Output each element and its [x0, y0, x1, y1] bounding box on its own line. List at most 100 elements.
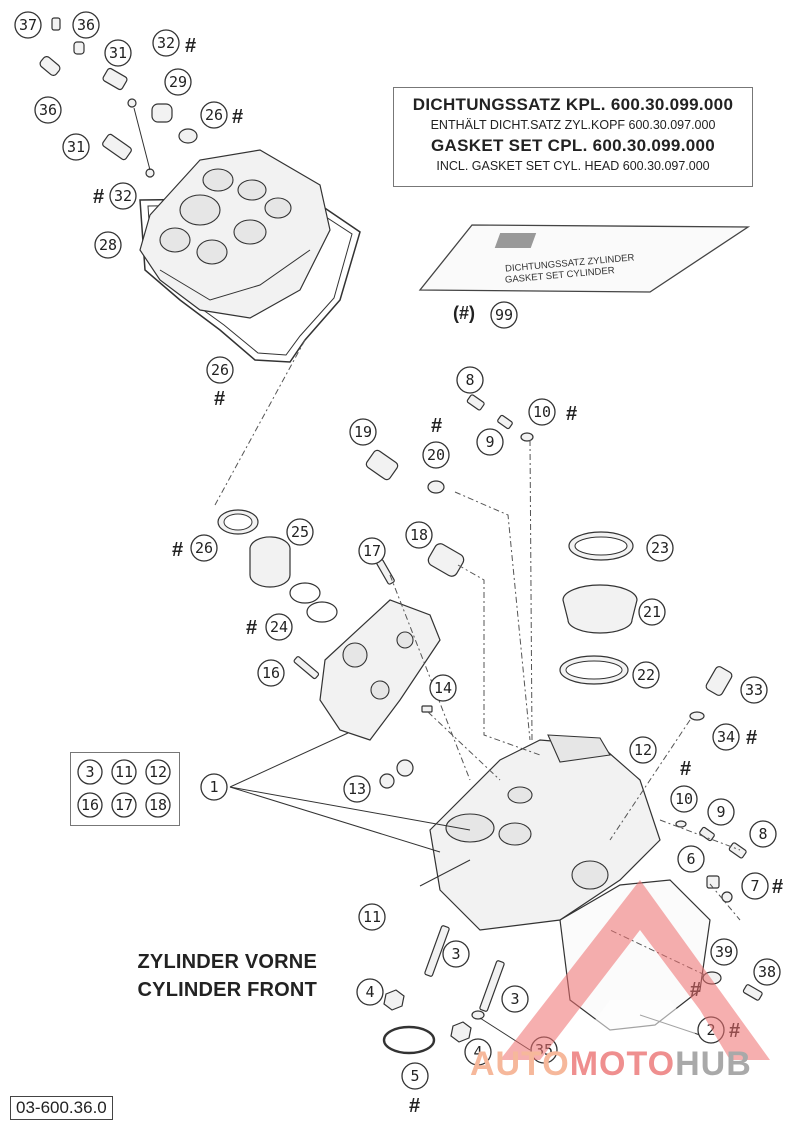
svg-text:9: 9 [485, 433, 494, 451]
svg-text:36: 36 [39, 101, 57, 119]
hash-mark: # [172, 539, 183, 561]
callout-13: 13 [343, 775, 371, 803]
svg-text:10: 10 [533, 403, 551, 421]
svg-text:8: 8 [758, 825, 767, 843]
callout-9: 9 [707, 798, 735, 826]
svg-text:32: 32 [157, 34, 175, 52]
legend-callout-18: 18 [145, 792, 171, 818]
callout-28: 28 [94, 231, 122, 259]
info-line-1: DICHTUNGSSATZ KPL. 600.30.099.000 [412, 95, 734, 114]
assembly-contents-callouts: 3 11 12 16 17 18 [77, 759, 171, 818]
hash-mark: # [93, 186, 104, 208]
callout-21: 21 [638, 598, 666, 626]
hash-mark: # [409, 1095, 420, 1117]
callout-11: 11 [358, 903, 386, 931]
callout-12: 12 [629, 736, 657, 764]
svg-text:12: 12 [634, 741, 652, 759]
gasket-set-info-box: DICHTUNGSSATZ KPL. 600.30.099.000 ENTHÄL… [393, 87, 753, 187]
svg-text:10: 10 [675, 790, 693, 808]
cylinder-parts [217, 394, 763, 1055]
hash-mark: # [566, 403, 577, 425]
svg-text:23: 23 [651, 539, 669, 557]
svg-text:6: 6 [686, 850, 695, 868]
assembly-contents-box: 3 11 12 16 17 18 [70, 752, 180, 826]
svg-text:19: 19 [354, 423, 372, 441]
callout-23: 23 [646, 534, 674, 562]
info-line-4: INCL. GASKET SET CYL. HEAD 600.30.097.00… [436, 159, 710, 173]
hash-mark: # [746, 727, 757, 749]
callout-26: 26 [190, 534, 218, 562]
svg-text:26: 26 [211, 361, 229, 379]
svg-text:5: 5 [410, 1067, 419, 1085]
hash-mark: # [772, 876, 783, 898]
callout-4: 4 [356, 978, 384, 1006]
callout-29: 29 [164, 68, 192, 96]
callout-3: 3 [442, 940, 470, 968]
callout-markers: 37 36 36 31 31 32 32 29 26 28 26 99 8 9 … [14, 11, 781, 1090]
callout-9: 9 [476, 428, 504, 456]
callout-36: 36 [34, 96, 62, 124]
svg-text:16: 16 [81, 796, 99, 814]
callout-14: 14 [429, 674, 457, 702]
svg-text:11: 11 [115, 763, 133, 781]
callout-16: 16 [257, 659, 285, 687]
callout-20: 20 [422, 441, 450, 469]
hash-mark: # [246, 617, 257, 639]
title-line-1: ZYLINDER VORNE [137, 951, 317, 973]
callout-99: 99 [490, 301, 518, 329]
svg-text:39: 39 [715, 943, 733, 961]
legend-callout-12: 12 [145, 759, 171, 785]
callout-34: 34 [712, 723, 740, 751]
callout-10: 10 [670, 785, 698, 813]
callout-31: 31 [62, 133, 90, 161]
svg-text:24: 24 [270, 618, 288, 636]
callout-19: 19 [349, 418, 377, 446]
callout-32: 32 [152, 29, 180, 57]
callout-32: 32 [109, 182, 137, 210]
callout-37: 37 [14, 11, 42, 39]
info-line-3: GASKET SET CPL. 600.30.099.000 [431, 136, 715, 155]
svg-text:29: 29 [169, 73, 187, 91]
svg-text:26: 26 [195, 539, 213, 557]
leader-lines [214, 339, 741, 1051]
svg-text:4: 4 [473, 1043, 482, 1061]
svg-text:32: 32 [114, 187, 132, 205]
callout-8: 8 [749, 820, 777, 848]
svg-text:28: 28 [99, 236, 117, 254]
legend-callout-16: 16 [77, 792, 103, 818]
callout-8: 8 [456, 366, 484, 394]
hash-mark: # [680, 758, 691, 780]
callout-26: 26 [206, 356, 234, 384]
watermark-text: AUTOMOTOHUB [470, 1045, 752, 1084]
callout-31: 31 [104, 39, 132, 67]
legend-callout-17: 17 [111, 792, 137, 818]
valve-cover [139, 149, 331, 319]
svg-text:26: 26 [205, 106, 223, 124]
svg-text:34: 34 [717, 728, 735, 746]
svg-text:37: 37 [19, 16, 37, 34]
svg-text:22: 22 [637, 666, 655, 684]
svg-text:3: 3 [85, 763, 94, 781]
svg-text:99: 99 [495, 306, 513, 324]
svg-text:25: 25 [291, 523, 309, 541]
callout-26: 26 [200, 101, 228, 129]
svg-text:18: 18 [149, 796, 167, 814]
svg-text:38: 38 [758, 963, 776, 981]
callout-7: 7 [741, 872, 769, 900]
hash-mark: # [431, 415, 442, 437]
svg-text:14: 14 [434, 679, 452, 697]
svg-text:3: 3 [510, 990, 519, 1008]
svg-text:17: 17 [363, 542, 381, 560]
legend-callout-3: 3 [77, 759, 103, 785]
svg-text:33: 33 [745, 681, 763, 699]
svg-text:2: 2 [706, 1021, 715, 1039]
svg-text:1: 1 [209, 778, 218, 796]
watermark-logo-shape [500, 880, 770, 1060]
svg-text:21: 21 [643, 603, 661, 621]
legend-callout-11: 11 [111, 759, 137, 785]
hash-mark: # [214, 388, 225, 410]
top-small-parts [39, 17, 198, 178]
callout-1: 1 [200, 773, 228, 801]
svg-text:12: 12 [149, 763, 167, 781]
